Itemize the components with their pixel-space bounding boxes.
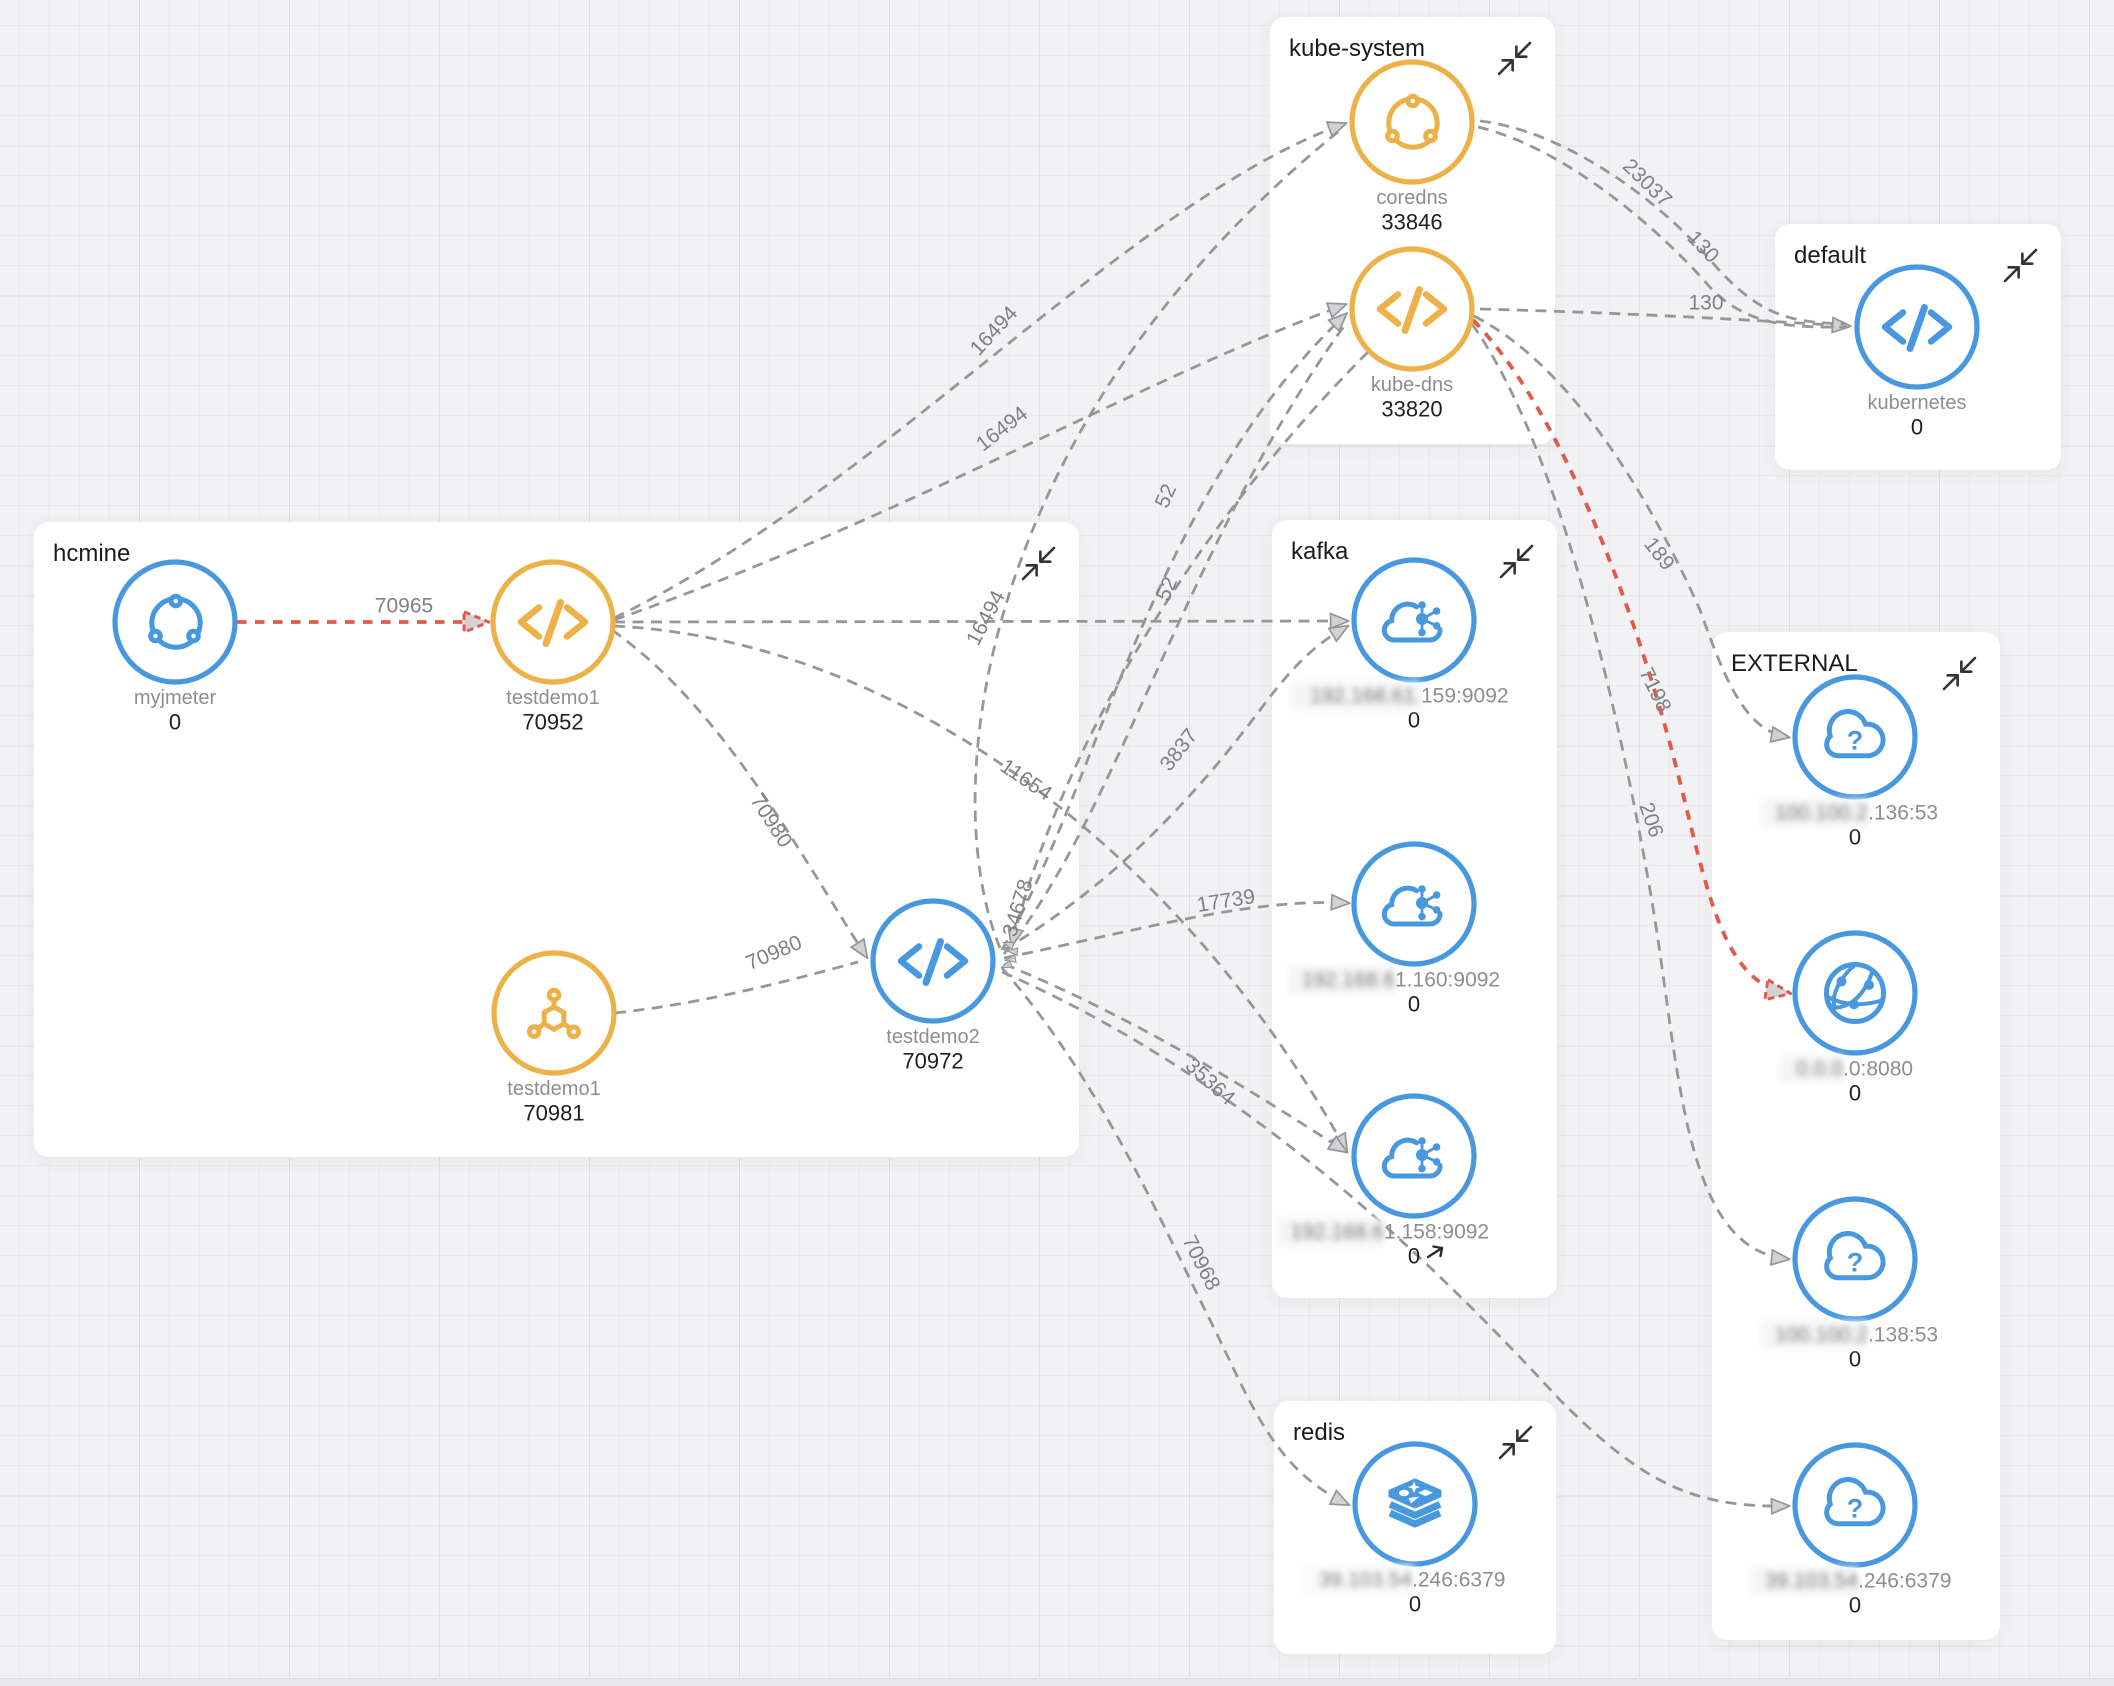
svg-text:0: 0 (169, 710, 181, 735)
svg-text:192.168.6: 192.168.6 (1302, 969, 1395, 992)
svg-text:EXTERNAL: EXTERNAL (1731, 650, 1858, 677)
svg-text:70981: 70981 (523, 1101, 584, 1126)
svg-text:.0:8080: .0:8080 (1843, 1058, 1913, 1081)
svg-text:kube-dns: kube-dns (1371, 374, 1453, 396)
svg-text:kubernetes: kubernetes (1868, 392, 1967, 414)
svg-text:159:9092: 159:9092 (1421, 685, 1509, 708)
svg-text:kube-system: kube-system (1289, 35, 1425, 62)
svg-text:1.160:9092: 1.160:9092 (1395, 969, 1500, 992)
svg-text:.136:53: .136:53 (1868, 802, 1938, 825)
svg-text:70965: 70965 (375, 595, 433, 618)
svg-text:0: 0 (1849, 825, 1861, 850)
svg-text:?: ? (1847, 1248, 1864, 1278)
svg-text:70952: 70952 (522, 710, 583, 735)
svg-text:33846: 33846 (1381, 210, 1442, 235)
svg-text:3837: 3837 (1156, 725, 1203, 776)
svg-text:redis: redis (1293, 1419, 1345, 1446)
svg-text:0.0.0: 0.0.0 (1796, 1058, 1843, 1081)
svg-text:0: 0 (1849, 1081, 1861, 1106)
svg-text:39.103.54: 39.103.54 (1765, 1570, 1859, 1593)
svg-text:1.158:9092: 1.158:9092 (1384, 1221, 1489, 1244)
svg-text:17739: 17739 (1195, 885, 1256, 917)
svg-text:192.168.61.: 192.168.61. (1310, 685, 1421, 708)
svg-text:0: 0 (1849, 1347, 1861, 1372)
svg-text:?: ? (1847, 1494, 1864, 1524)
svg-text:myjmeter: myjmeter (134, 687, 217, 709)
svg-text:0: 0 (1849, 1593, 1861, 1618)
svg-text:189: 189 (1639, 533, 1679, 575)
svg-text:130: 130 (1683, 226, 1724, 267)
svg-text:testdemo2: testdemo2 (886, 1026, 979, 1048)
svg-text:192.168.6: 192.168.6 (1291, 1221, 1384, 1244)
svg-text:70972: 70972 (902, 1049, 963, 1074)
svg-text:100.100.2: 100.100.2 (1775, 802, 1868, 825)
svg-text:0: 0 (1408, 708, 1420, 733)
svg-text:testdemo1: testdemo1 (507, 1078, 600, 1100)
svg-text:testdemo1: testdemo1 (506, 687, 599, 709)
svg-text:0: 0 (1911, 415, 1923, 440)
svg-text:70968: 70968 (1177, 1232, 1224, 1294)
svg-text:23037: 23037 (1618, 154, 1676, 211)
svg-text:?: ? (1847, 726, 1864, 756)
svg-text:.246:6379: .246:6379 (1858, 1570, 1951, 1593)
svg-text:100.100.2: 100.100.2 (1775, 1324, 1868, 1347)
svg-text:hcmine: hcmine (53, 540, 130, 567)
svg-text:kafka: kafka (1291, 538, 1349, 565)
svg-text:0: 0 (1408, 992, 1420, 1017)
svg-text:39.103.54: 39.103.54 (1319, 1569, 1413, 1592)
svg-text:0: 0 (1408, 1244, 1420, 1269)
svg-text:52: 52 (1151, 481, 1182, 512)
svg-text:7198: 7198 (1634, 664, 1675, 716)
svg-text:35364: 35364 (1181, 1054, 1240, 1110)
svg-text:33820: 33820 (1381, 397, 1442, 422)
svg-text:default: default (1794, 242, 1866, 269)
svg-text:coredns: coredns (1376, 187, 1447, 209)
svg-text:16494: 16494 (966, 302, 1023, 361)
svg-text:.246:6379: .246:6379 (1412, 1569, 1505, 1592)
svg-text:52: 52 (1152, 574, 1183, 605)
svg-text:0: 0 (1409, 1592, 1421, 1617)
svg-text:130: 130 (1688, 292, 1723, 315)
svg-text:.138:53: .138:53 (1868, 1324, 1938, 1347)
